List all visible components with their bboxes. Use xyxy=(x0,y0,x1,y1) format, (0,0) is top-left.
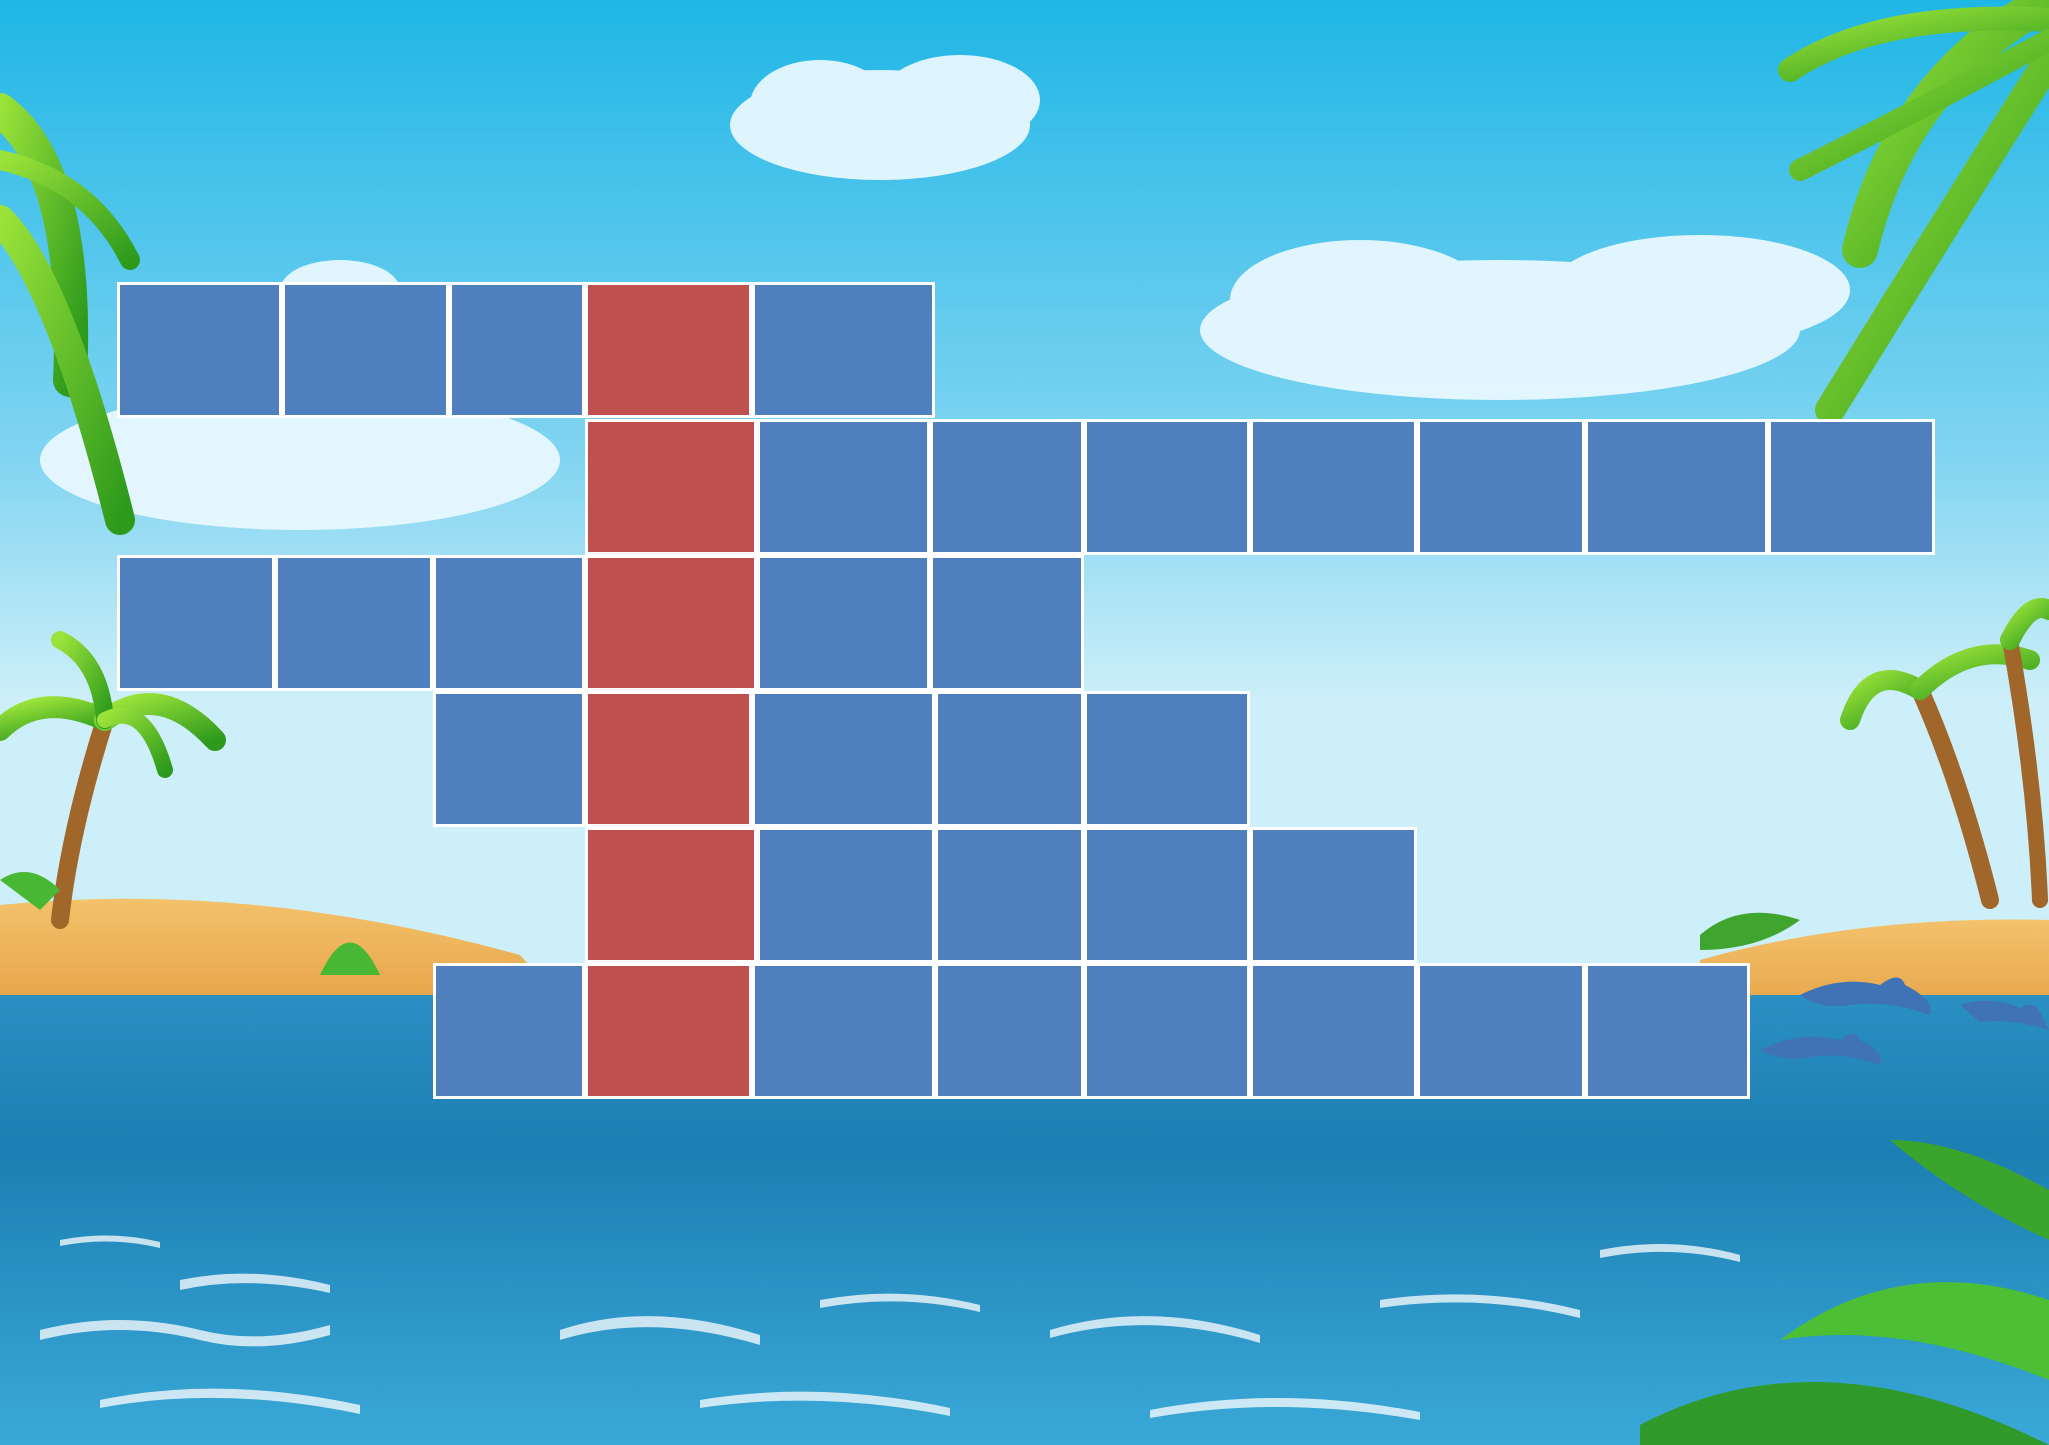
crossword-cell[interactable] xyxy=(1084,963,1250,1099)
crossword-cell[interactable] xyxy=(433,963,585,1099)
crossword-cell[interactable] xyxy=(1250,963,1417,1099)
crossword-cell[interactable] xyxy=(935,963,1084,1099)
crossword-cell[interactable] xyxy=(752,963,935,1099)
keyword-cell[interactable] xyxy=(585,963,752,1099)
crossword-cell[interactable] xyxy=(1417,963,1585,1099)
crossword-cell[interactable] xyxy=(1585,963,1750,1099)
